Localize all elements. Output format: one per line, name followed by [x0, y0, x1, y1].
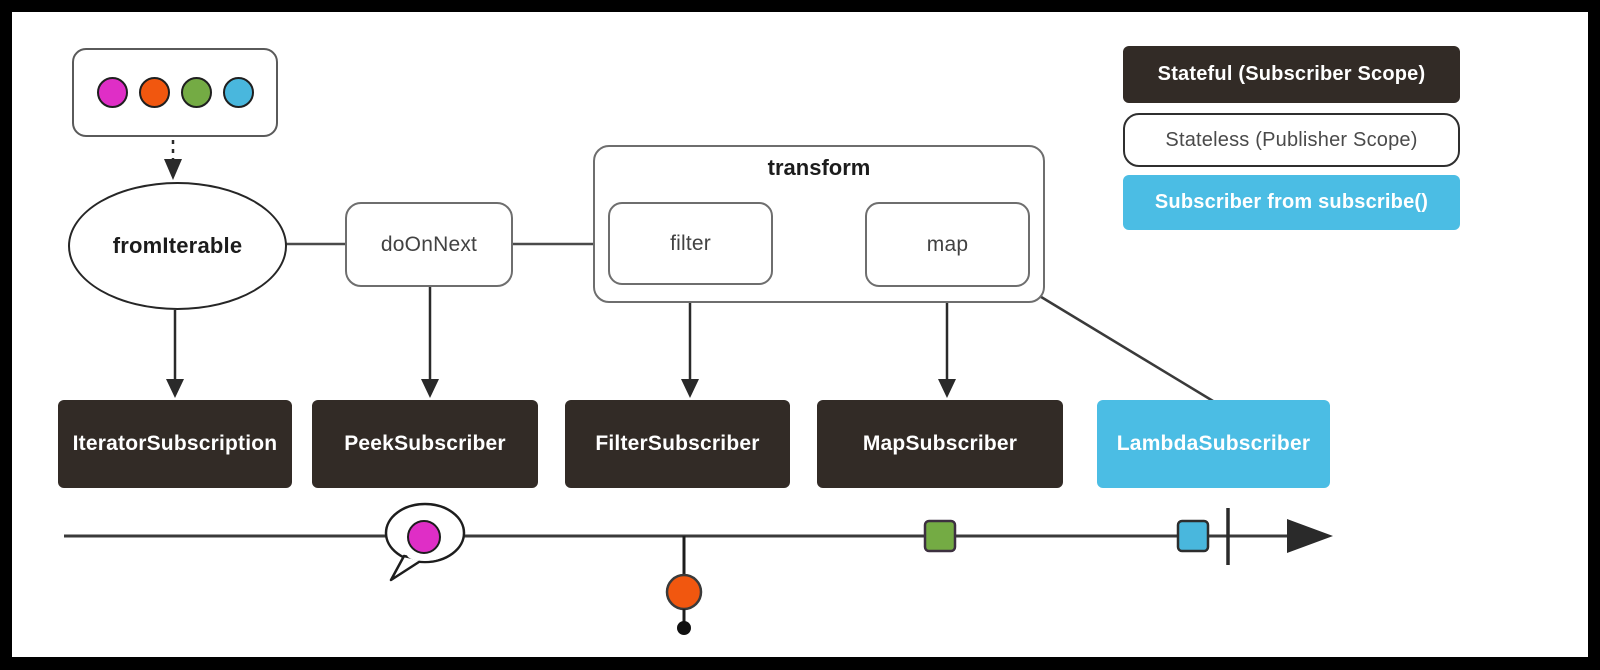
- subscriber-box-filter-subscriber: FilterSubscriber: [565, 400, 790, 488]
- legend-subscriber-label: Subscriber from subscribe(): [1154, 191, 1429, 213]
- subscriber-label: MapSubscriber: [862, 432, 1018, 455]
- iterable-source-box: [72, 48, 278, 137]
- from-iterable-node: fromIterable: [68, 182, 287, 310]
- filter-label: filter: [670, 231, 711, 255]
- do-on-next-node: doOnNext: [345, 202, 513, 287]
- subscriber-label: LambdaSubscriber: [1116, 432, 1311, 455]
- subscriber-box-peek-subscriber: PeekSubscriber: [312, 400, 538, 488]
- from-iterable-label: fromIterable: [112, 233, 243, 258]
- subscriber-label: IteratorSubscription: [72, 432, 278, 455]
- subscriber-box-lambda-subscriber: LambdaSubscriber: [1097, 400, 1330, 488]
- map-label: map: [926, 232, 969, 256]
- source-dot-magenta-icon: [96, 77, 128, 108]
- legend-stateless-label: Stateless (Publisher Scope): [1165, 128, 1418, 151]
- subscriber-box-iterator-subscription: IteratorSubscription: [58, 400, 292, 488]
- subscriber-label: PeekSubscriber: [344, 432, 506, 455]
- map-node: map: [865, 202, 1030, 287]
- legend-stateful-label: Stateful (Subscriber Scope): [1157, 63, 1426, 85]
- transform-label: transform: [767, 155, 871, 180]
- source-dot-green-icon: [180, 77, 212, 108]
- do-on-next-label: doOnNext: [380, 232, 478, 256]
- source-dot-cyan-icon: [222, 77, 254, 108]
- filter-node: filter: [608, 202, 773, 285]
- subscriber-label: FilterSubscriber: [595, 432, 760, 455]
- legend-subscriber-from-subscribe: Subscriber from subscribe(): [1123, 175, 1460, 230]
- subscriber-box-map-subscriber: MapSubscriber: [817, 400, 1063, 488]
- legend-stateful: Stateful (Subscriber Scope): [1123, 46, 1460, 103]
- source-dot-orange-icon: [138, 77, 170, 108]
- legend-stateless: Stateless (Publisher Scope): [1123, 113, 1460, 167]
